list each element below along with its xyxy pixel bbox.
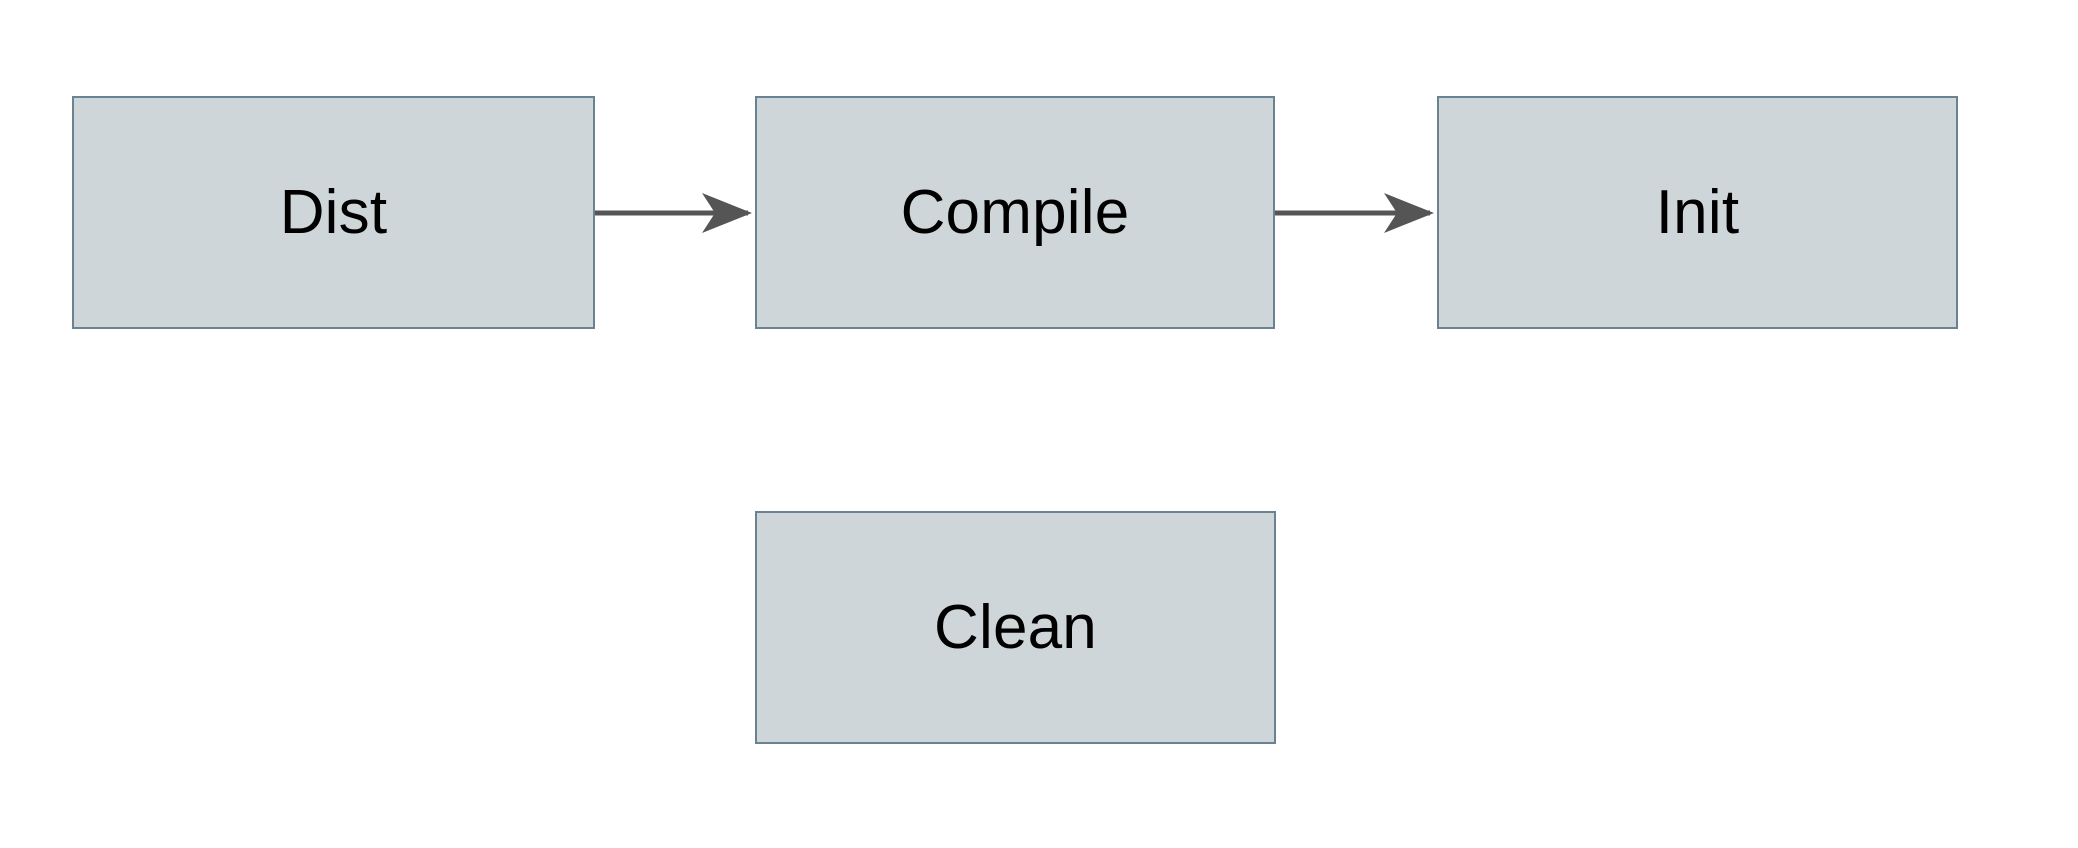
node-clean-label: Clean [934, 592, 1097, 662]
edge-compile-to-init-hitarea[interactable] [1275, 196, 1437, 230]
edge-dist-to-compile-hitarea[interactable] [595, 196, 755, 230]
node-compile-label: Compile [900, 177, 1130, 247]
node-init-label: Init [1655, 177, 1740, 247]
node-dist-label: Dist [279, 177, 388, 247]
node-clean[interactable]: Clean [755, 511, 1276, 744]
node-init[interactable]: Init [1437, 96, 1958, 329]
node-compile[interactable]: Compile [755, 96, 1275, 329]
node-dist[interactable]: Dist [72, 96, 595, 329]
